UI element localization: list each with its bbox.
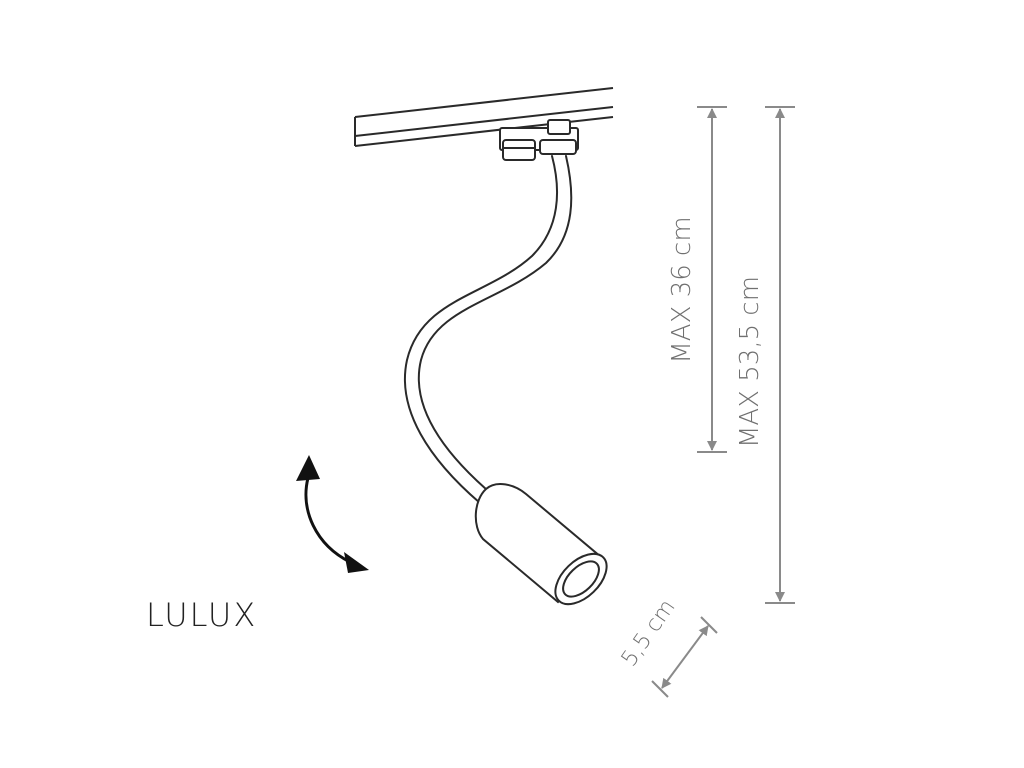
lamp-head [474,482,608,606]
dimension-flex-arm [697,106,727,453]
flexible-arm [403,155,573,504]
dimension-label-flex-arm: MAX 36 cm [667,216,697,363]
dimension-total-height [765,106,795,604]
dimension-head-diameter [651,616,718,698]
track-adapter [499,119,579,161]
product-name: LULUX [146,596,257,634]
curved-double-arrow-icon [296,455,369,573]
dimension-label-total-height: MAX 53,5 cm [735,276,765,448]
dimension-label-head-diameter: 5,5 cm [617,595,681,671]
